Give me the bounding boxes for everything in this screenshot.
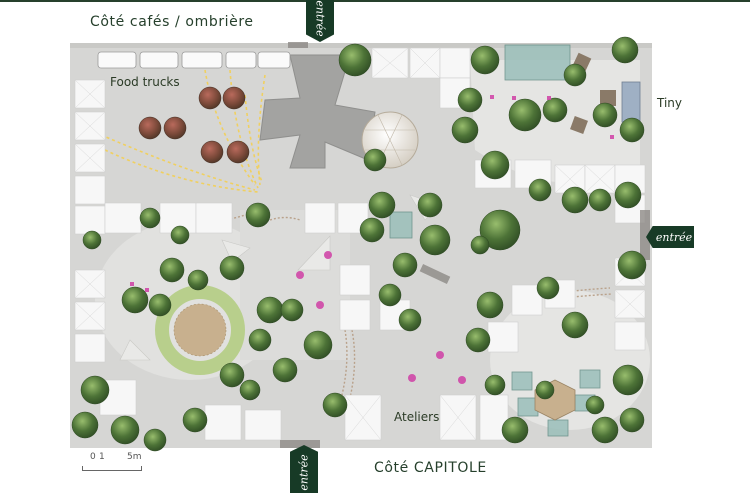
garden-ring [155, 285, 245, 375]
food-truck-paths [89, 69, 266, 193]
entrance-bottom-marker: entrée [290, 445, 318, 493]
tiny-house-area [570, 52, 641, 134]
label-food-trucks: Food trucks [110, 75, 180, 89]
scale-bar: 0 1 5m [82, 452, 152, 478]
greenhouses [389, 44, 601, 437]
trees [71, 36, 647, 452]
entrance-top-label: entrée [313, 0, 327, 37]
entrance-right-marker: entrée [646, 226, 694, 248]
label-top-side: Côté cafés / ombrière [90, 14, 254, 30]
label-tiny: Tiny [657, 96, 683, 110]
scale-label-one: 1 [99, 452, 105, 462]
cross-plaza [259, 54, 376, 169]
food-truck-vehicles [97, 51, 291, 69]
label-ateliers: Ateliers [394, 410, 440, 424]
entrance-right-label: entrée [655, 230, 693, 244]
scale-label-zero: 0 [90, 452, 96, 462]
pink-stalls [130, 95, 614, 384]
label-bottom-side: Côté CAPITOLE [374, 460, 487, 476]
ground-slabs [280, 42, 650, 448]
entrance-bottom-label: entrée [297, 453, 311, 491]
scale-bar-line [82, 466, 142, 471]
scale-label-five: 5m [127, 452, 142, 462]
south-east-plaza [490, 290, 650, 430]
red-trees [138, 86, 250, 164]
entrance-top-marker: entrée [306, 0, 334, 42]
top-border-line [0, 0, 750, 2]
